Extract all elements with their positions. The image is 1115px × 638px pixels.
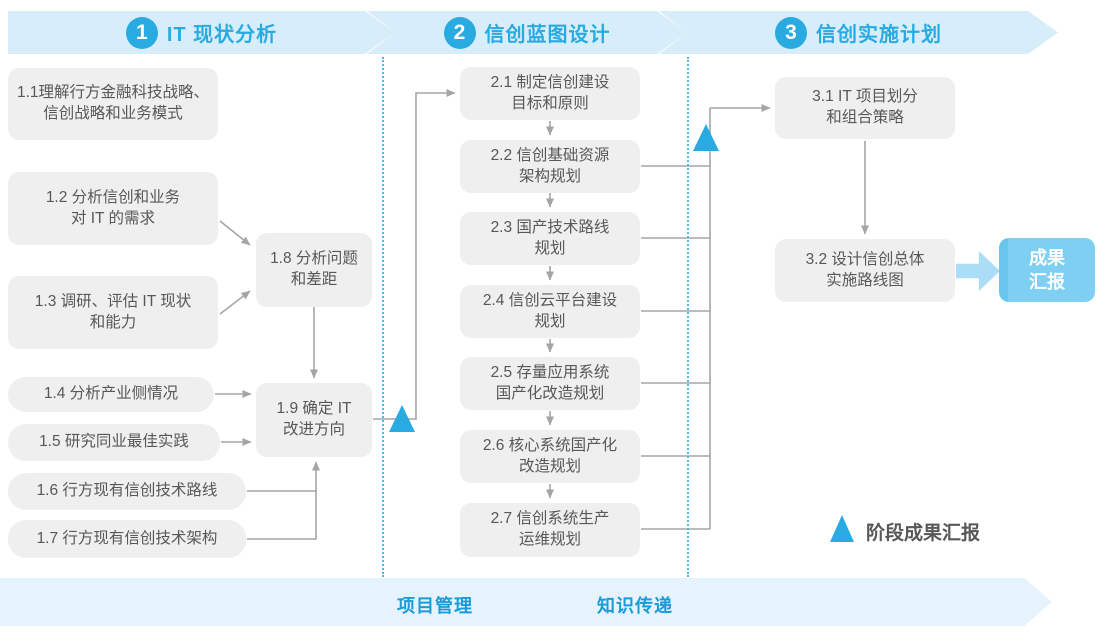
- box-3-1: 3.1 IT 项目划分 和组合策略: [775, 77, 955, 139]
- box-2-5: 2.5 存量应用系统 国产化改造规划: [460, 357, 640, 410]
- phase-number: 2: [453, 20, 466, 44]
- box-2-4: 2.4 信创云平台建设 规划: [460, 285, 640, 338]
- box-1-8: 1.8 分析问题 和差距: [256, 233, 372, 307]
- footer-banner: 项目管理 知识传递: [0, 578, 1052, 626]
- box-2-7: 2.7 信创系统生产 运维规划: [460, 503, 640, 557]
- box-1-9: 1.9 确定 IT 改进方向: [256, 383, 372, 457]
- box-1-6: 1.6 行方现有信创技术路线: [8, 473, 246, 510]
- phase-number-badge-3: 3: [775, 17, 807, 49]
- box-1-4: 1.4 分析产业侧情况: [8, 377, 214, 412]
- box-2-1: 2.1 制定信创建设 目标和原则: [460, 67, 640, 120]
- milestone-triangle-icon-1: [389, 405, 415, 432]
- phase-title-3: 信创实施计划: [816, 24, 942, 46]
- phase-banner-2: 2 信创蓝图设计: [367, 11, 687, 54]
- footer-item-project-management: 项目管理: [397, 596, 473, 616]
- box-1-7: 1.7 行方现有信创技术架构: [8, 520, 246, 558]
- phase-banner-3: 3 信创实施计划: [659, 11, 1058, 54]
- phase-title-1: IT 现状分析: [166, 24, 278, 46]
- milestone-triangle-icon-2: [693, 124, 719, 151]
- phase-number-badge-1: 1: [126, 17, 158, 49]
- phase-banner-1: 1 IT 现状分析: [8, 11, 395, 54]
- phase-number-badge-2: 2: [444, 17, 476, 49]
- legend-triangle-icon: [830, 515, 854, 542]
- box-3-2: 3.2 设计信创总体 实施路线图: [775, 239, 955, 302]
- result-report-box: 成果 汇报: [999, 238, 1095, 302]
- phase-separator-2: [687, 57, 689, 577]
- box-1-2: 1.2 分析信创和业务 对 IT 的需求: [8, 172, 218, 245]
- legend-label: 阶段成果汇报: [866, 523, 981, 544]
- box-1-3: 1.3 调研、评估 IT 现状 和能力: [8, 276, 218, 349]
- phase-separator-1: [382, 57, 384, 577]
- box-1-5: 1.5 研究同业最佳实践: [8, 424, 220, 461]
- box-2-2: 2.2 信创基础资源 架构规划: [460, 140, 640, 193]
- phase-number: 3: [785, 20, 797, 44]
- phase-title-2: 信创蓝图设计: [484, 24, 611, 46]
- box-2-6: 2.6 核心系统国产化 改造规划: [460, 430, 640, 483]
- phase-number: 1: [135, 20, 148, 44]
- box-1-1: 1.1理解行方金融科技战略、 信创战略和业务模式: [8, 68, 218, 140]
- box-2-3: 2.3 国产技术路线 规划: [460, 212, 640, 265]
- footer-item-knowledge-transfer: 知识传递: [597, 596, 673, 616]
